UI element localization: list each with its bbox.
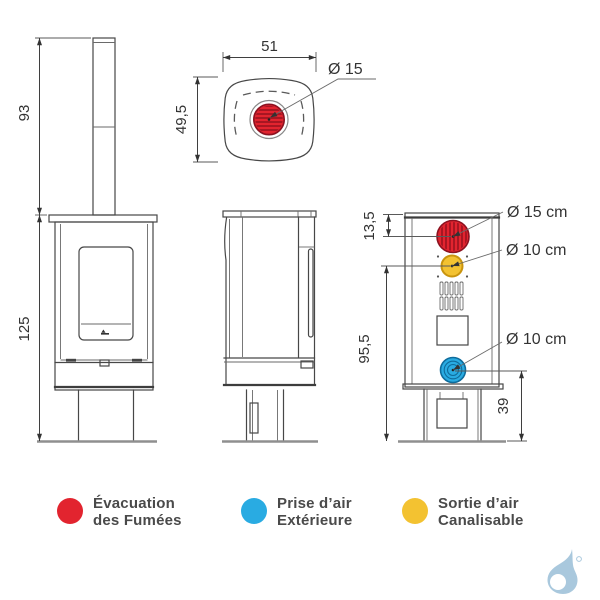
legend-label-line: Prise d’air bbox=[277, 495, 352, 512]
dim-top-depth-value: 49,5 bbox=[173, 105, 190, 134]
dim-flue-height: 93 bbox=[16, 37, 91, 216]
hinge-mark-right bbox=[132, 358, 142, 362]
smoke-outlet-top bbox=[249, 99, 289, 140]
legend-dot-smoke-evacuation bbox=[57, 498, 83, 524]
label-top-flue: Ø 15 bbox=[269, 61, 376, 118]
door-logo-mark bbox=[101, 329, 109, 335]
dim-top-width: 51 bbox=[222, 38, 317, 72]
legend-label: Prise d’air Extérieure bbox=[277, 495, 352, 529]
side-band-detail bbox=[300, 360, 314, 369]
pedestal-panel-detail bbox=[249, 402, 259, 434]
door-window bbox=[78, 246, 134, 341]
legend-label: Évacuation des Fumées bbox=[93, 495, 182, 529]
legend-item-ductable-air-outlet: Sortie d’air Canalisable bbox=[402, 495, 524, 529]
pedestal-rear-panel bbox=[436, 398, 468, 429]
top-view: 51 49,5 Ø 15 bbox=[173, 38, 376, 163]
dim-flue-height-value: 93 bbox=[16, 105, 33, 122]
top-plate bbox=[48, 214, 158, 223]
label-rear-duct: Ø 10 cm bbox=[451, 242, 566, 267]
dim-body-height: 125 bbox=[16, 215, 42, 441]
legend-label-line: Évacuation bbox=[93, 495, 176, 512]
dim-rear-duct-height: 95,5 bbox=[356, 265, 450, 441]
front-view-outline bbox=[37, 37, 158, 443]
legend-label-line: Canalisable bbox=[438, 512, 524, 529]
legend-label: Sortie d’air Canalisable bbox=[438, 495, 524, 529]
legend-dot-ductable-air-outlet bbox=[402, 498, 428, 524]
brand-watermark-icon bbox=[547, 549, 582, 594]
legend-item-external-air-intake: Prise d’air Extérieure bbox=[241, 495, 352, 529]
rear-vent-slots bbox=[439, 281, 464, 311]
label-rear-duct-value: Ø 10 cm bbox=[506, 242, 566, 259]
technical-drawing: 51 49,5 Ø 15 bbox=[16, 37, 567, 443]
legend-dot-external-air-intake bbox=[241, 498, 267, 524]
dim-rear-flue-offset-value: 13,5 bbox=[361, 211, 378, 240]
label-rear-flue: Ø 15 cm bbox=[452, 204, 567, 237]
dim-rear-duct-height-value: 95,5 bbox=[356, 334, 373, 363]
legend-label-line: des Fumées bbox=[93, 512, 182, 529]
dim-rear-intake-height: 39 bbox=[455, 370, 527, 442]
rear-access-panel bbox=[436, 315, 469, 346]
rear-view: 13,5 95,5 39 Ø 15 cm Ø 10 cm Ø 10 cm bbox=[356, 204, 567, 443]
flue-pipe bbox=[92, 37, 116, 216]
side-heat-shield-slot bbox=[307, 248, 314, 338]
side-view bbox=[222, 210, 318, 443]
label-rear-intake: Ø 10 cm bbox=[452, 331, 566, 371]
legend-item-smoke-evacuation: Évacuation des Fumées bbox=[57, 495, 182, 529]
hinge-mark-left bbox=[66, 358, 76, 362]
dim-rear-flue-offset: 13,5 bbox=[361, 211, 451, 241]
base-plate bbox=[402, 383, 504, 390]
front-view: 93 125 bbox=[16, 37, 158, 443]
label-rear-flue-value: Ø 15 cm bbox=[507, 204, 567, 221]
legend-label-line: Sortie d’air bbox=[438, 495, 519, 512]
duct-outlet-rear bbox=[436, 254, 469, 278]
dim-top-depth: 49,5 bbox=[173, 76, 218, 163]
dim-rear-intake-height-value: 39 bbox=[495, 398, 512, 415]
rear-view-outline bbox=[398, 212, 506, 443]
label-top-flue-value: Ø 15 bbox=[328, 61, 363, 78]
side-view-outline bbox=[222, 210, 318, 443]
label-rear-intake-value: Ø 10 cm bbox=[506, 331, 566, 348]
dim-top-width-value: 51 bbox=[261, 38, 278, 55]
dim-body-height-value: 125 bbox=[16, 316, 33, 341]
legend-label-line: Extérieure bbox=[277, 512, 353, 529]
